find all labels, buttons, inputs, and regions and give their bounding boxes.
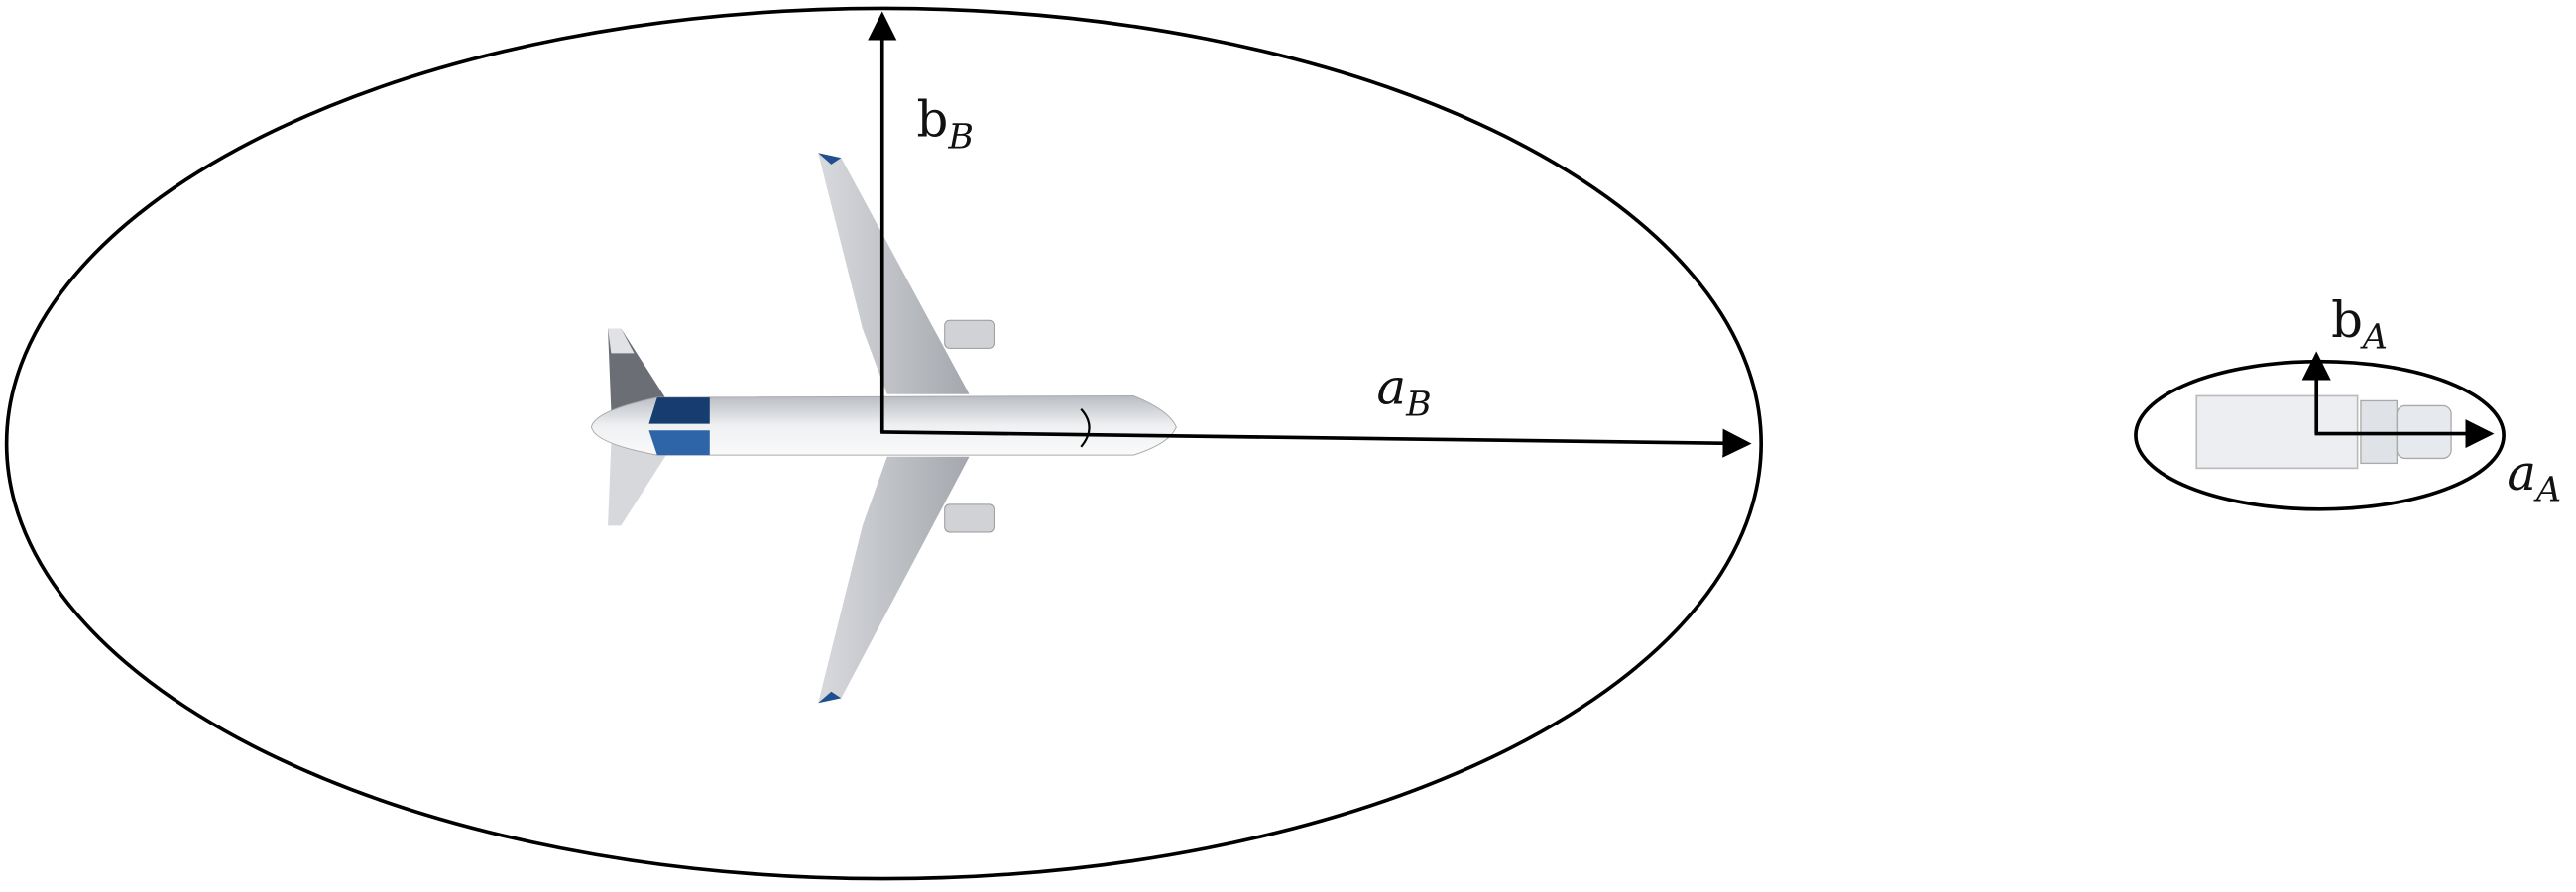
label-b-a: bA [2331, 291, 2388, 358]
label-a-b: aB [1376, 359, 1431, 425]
axis-a-b-arrow [880, 428, 1752, 458]
safety-ellipse-b [4, 6, 1764, 881]
label-b-b: bB [917, 91, 974, 158]
label-a-a: aA [2507, 444, 2561, 510]
